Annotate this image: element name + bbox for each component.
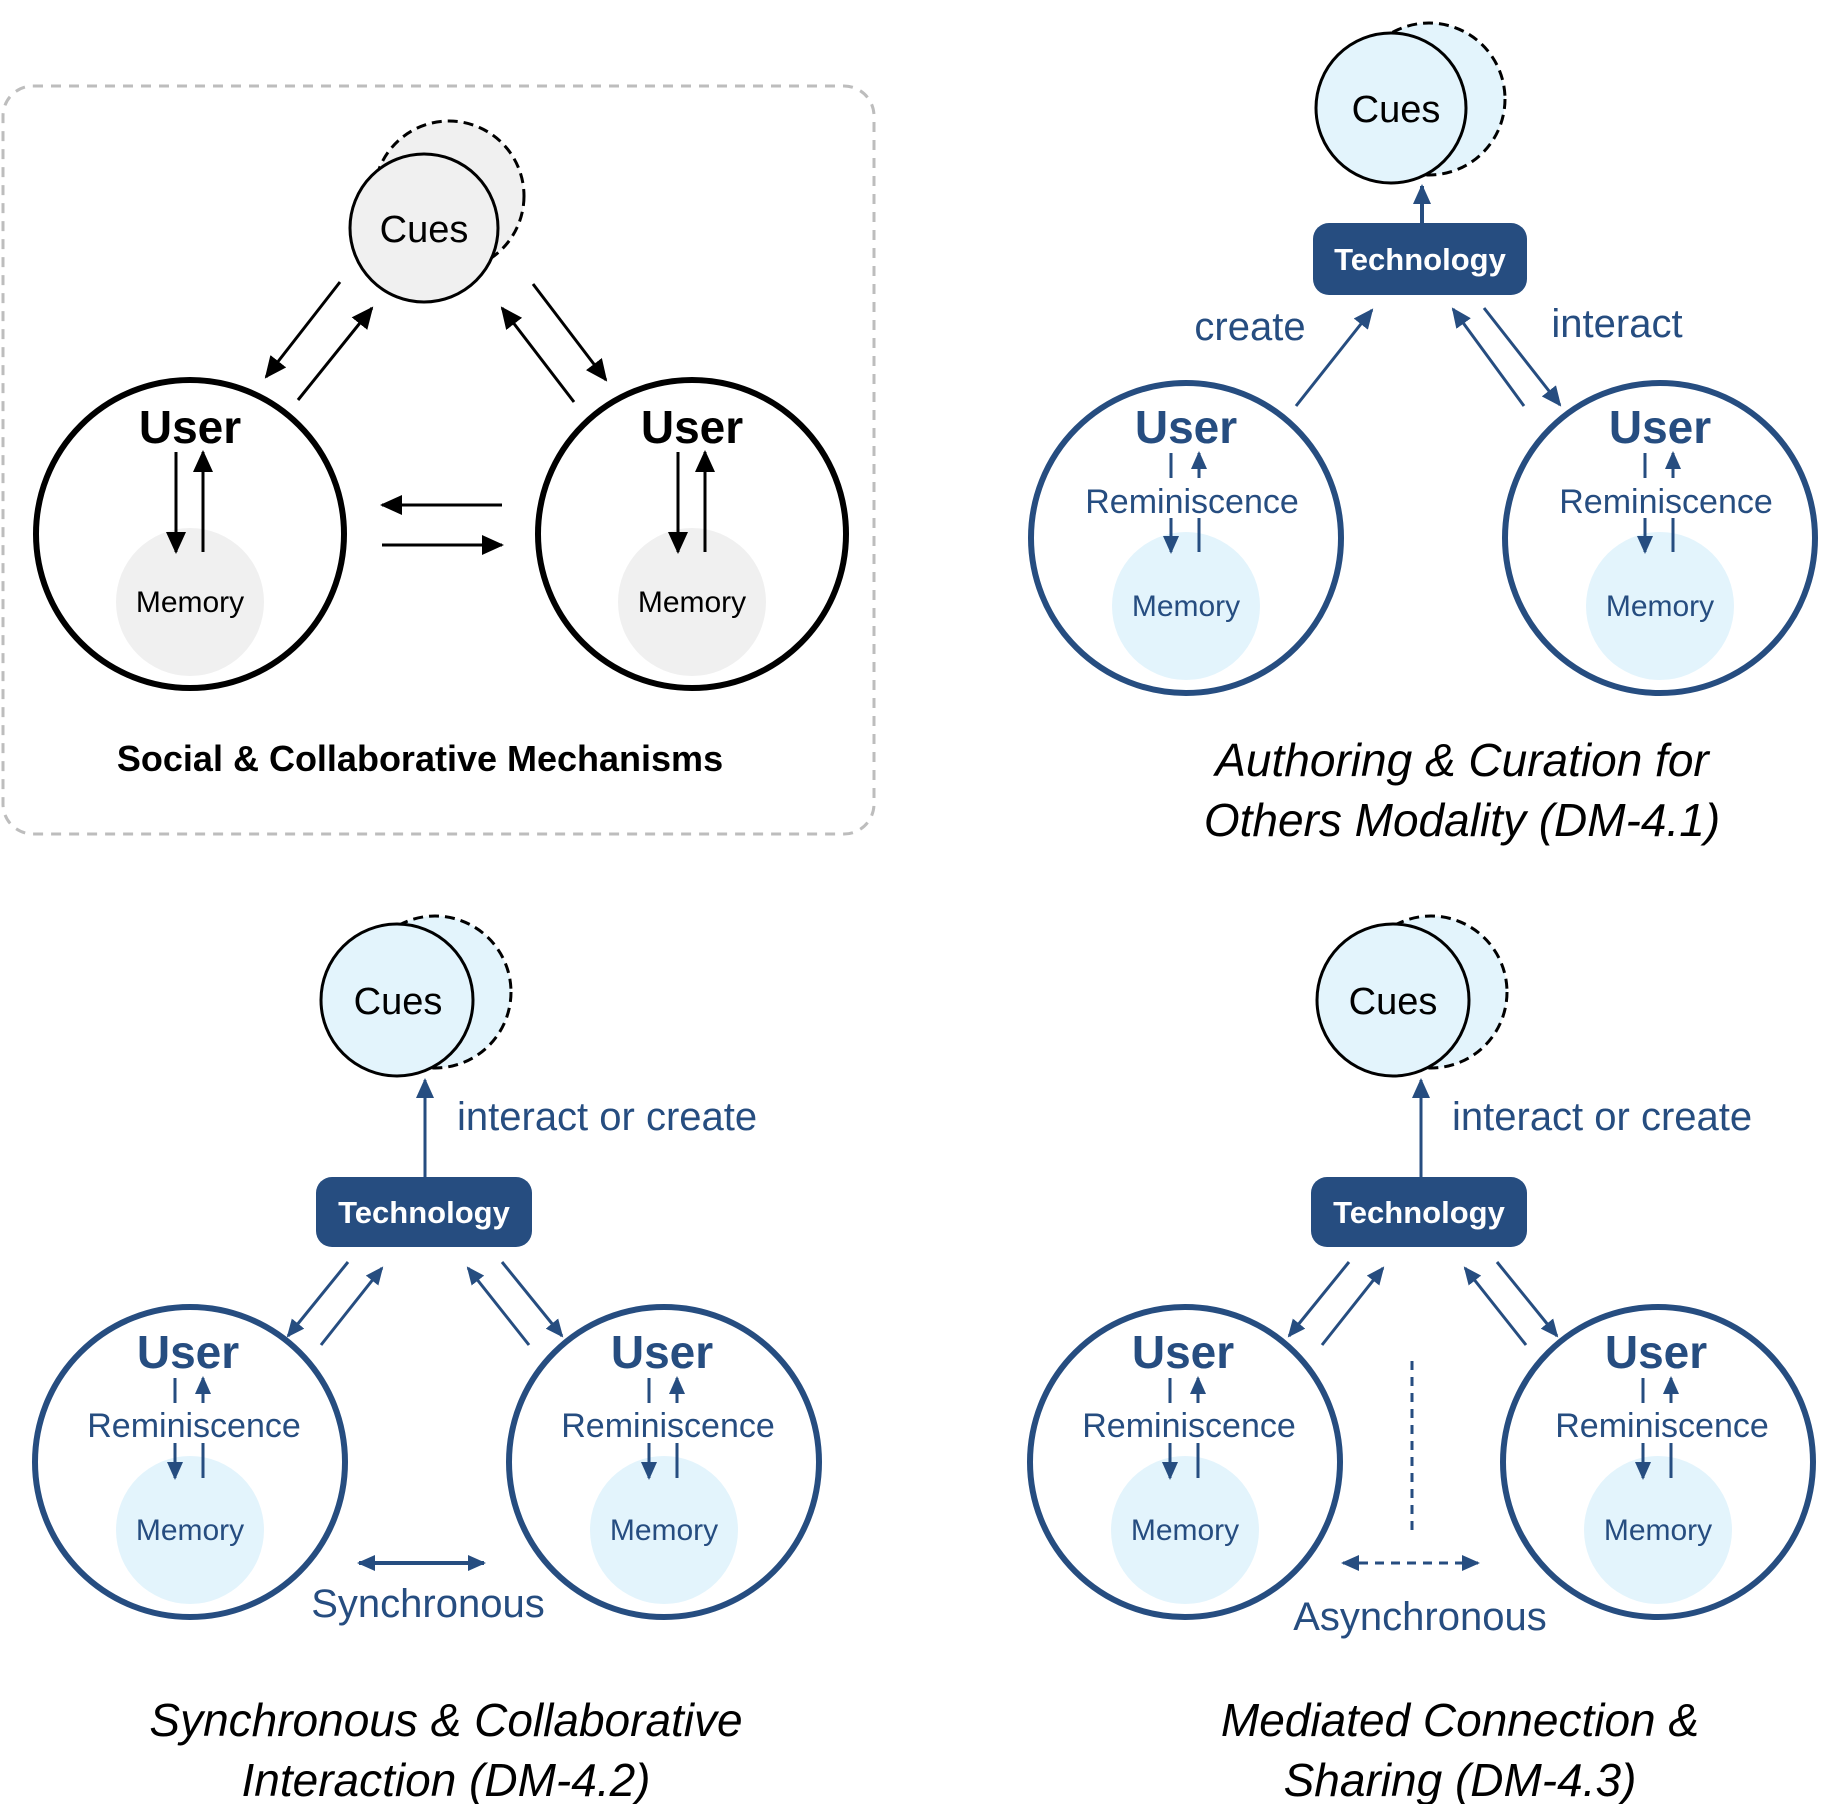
memory-label: Memory — [1606, 590, 1714, 623]
arrow-right-user-to-tech — [1451, 307, 1526, 407]
user-node-right: User Memory — [535, 377, 849, 691]
user-node-right: User Reminiscence Memory — [1500, 1304, 1816, 1620]
memory-circle — [590, 1456, 738, 1604]
cues-circle — [1314, 31, 1468, 185]
panel-social-collaborative: Cues User Memory User Memory Social — [1, 84, 876, 836]
arrow-cues-to-right-user — [531, 283, 608, 382]
caption-line-2: Interaction (DM-4.2) — [241, 1754, 650, 1804]
user-label: User — [611, 1326, 713, 1378]
memory-circle — [1112, 532, 1260, 680]
cues-label: Cues — [354, 981, 443, 1023]
user-label: User — [1132, 1326, 1234, 1378]
process-label: Reminiscence — [1082, 1407, 1296, 1445]
cues-label: Cues — [380, 209, 469, 251]
cues-circle — [319, 922, 475, 1078]
arrow-tech-to-right-user — [1482, 307, 1562, 407]
arrow-left-user-to-tech — [319, 1266, 384, 1346]
cues-label: Cues — [1349, 981, 1438, 1023]
arrow-left-user-to-tech — [1320, 1266, 1385, 1346]
user-label: User — [137, 1326, 239, 1378]
cues-node: Cues — [1315, 914, 1509, 1078]
memory-label: Memory — [1131, 1514, 1239, 1547]
user-label: User — [139, 401, 241, 453]
technology-node: Technology — [316, 1177, 532, 1247]
panel-frame — [1, 84, 876, 836]
arrow-tech-to-right-user — [500, 1261, 564, 1338]
memory-label: Memory — [136, 586, 244, 619]
user-node-right: User Reminiscence Memory — [1502, 380, 1818, 696]
cues-circle — [348, 152, 500, 304]
panel-title: Social & Collaborative Mechanisms — [117, 738, 723, 779]
memory-circle — [116, 528, 264, 676]
process-label: Reminiscence — [1085, 483, 1299, 521]
technology-box — [1313, 223, 1527, 295]
user-node-left: User Reminiscence Memory — [1027, 1304, 1343, 1620]
cues-node: Cues — [1314, 21, 1507, 185]
user-node-left: User Memory — [33, 377, 347, 691]
arrow-right-user-to-cues — [500, 306, 576, 403]
panel-dm-4-3: Cues interact or create Technology User … — [1027, 914, 1816, 1804]
arrow-tech-to-right-user — [1495, 1261, 1559, 1338]
edge-label-synchronous: Synchronous — [311, 1582, 544, 1626]
user-node-left: User Reminiscence Memory — [1028, 380, 1344, 696]
arrow-tech-to-left-user — [286, 1261, 350, 1338]
edge-label-create: create — [1194, 305, 1305, 349]
arrow-tech-to-left-user — [1287, 1261, 1351, 1338]
memory-circle — [618, 528, 766, 676]
user-node-left: User Reminiscence Memory — [32, 1304, 348, 1620]
user-label: User — [1605, 1326, 1707, 1378]
process-label: Reminiscence — [1559, 483, 1773, 521]
technology-node: Technology — [1311, 1177, 1527, 1247]
caption-line-1: Synchronous & Collaborative — [149, 1694, 742, 1746]
edge-label-interact: interact — [1551, 302, 1682, 346]
edge-label-asynchronous: Asynchronous — [1293, 1595, 1546, 1639]
memory-circle — [1584, 1456, 1732, 1604]
arrow-cues-to-left-user — [264, 281, 342, 379]
user-node-right: User Reminiscence Memory — [506, 1304, 822, 1620]
cues-label: Cues — [1352, 89, 1441, 131]
caption-line-2: Sharing (DM-4.3) — [1284, 1754, 1637, 1804]
panel-dm-4-2: Cues interact or create Technology User … — [32, 914, 822, 1804]
memory-circle — [116, 1456, 264, 1604]
cues-circle — [1315, 922, 1471, 1078]
edge-label-interact-or-create: interact or create — [457, 1095, 757, 1139]
memory-circle — [1586, 532, 1734, 680]
memory-label: Memory — [1132, 590, 1240, 623]
process-label: Reminiscence — [1555, 1407, 1769, 1445]
user-label: User — [1135, 401, 1237, 453]
arrow-left-user-to-tech — [1294, 308, 1374, 407]
arrow-right-user-to-tech — [466, 1266, 531, 1346]
process-label: Reminiscence — [561, 1407, 775, 1445]
memory-label: Memory — [610, 1514, 718, 1547]
technology-label: Technology — [1333, 1195, 1505, 1230]
arrow-left-user-to-cues — [296, 306, 374, 401]
cues-node: Cues — [348, 119, 526, 304]
edge-label-interact-or-create: interact or create — [1452, 1095, 1752, 1139]
technology-label: Technology — [338, 1195, 510, 1230]
memory-label: Memory — [136, 1514, 244, 1547]
user-label: User — [641, 401, 743, 453]
process-label: Reminiscence — [87, 1407, 301, 1445]
caption-line-1: Mediated Connection & — [1221, 1694, 1699, 1746]
technology-node: Technology — [1313, 223, 1527, 295]
arrow-right-user-to-tech — [1463, 1266, 1528, 1346]
technology-box — [316, 1177, 532, 1247]
technology-label: Technology — [1334, 242, 1506, 277]
panel-dm-4-1: Cues Technology create interact User Rem… — [1028, 21, 1818, 846]
caption-line-2: Others Modality (DM-4.1) — [1204, 794, 1720, 846]
memory-label: Memory — [638, 586, 746, 619]
memory-label: Memory — [1604, 1514, 1712, 1547]
cues-node: Cues — [319, 914, 513, 1078]
memory-circle — [1111, 1456, 1259, 1604]
user-label: User — [1609, 401, 1711, 453]
caption-line-1: Authoring & Curation for — [1212, 734, 1710, 786]
technology-box — [1311, 1177, 1527, 1247]
